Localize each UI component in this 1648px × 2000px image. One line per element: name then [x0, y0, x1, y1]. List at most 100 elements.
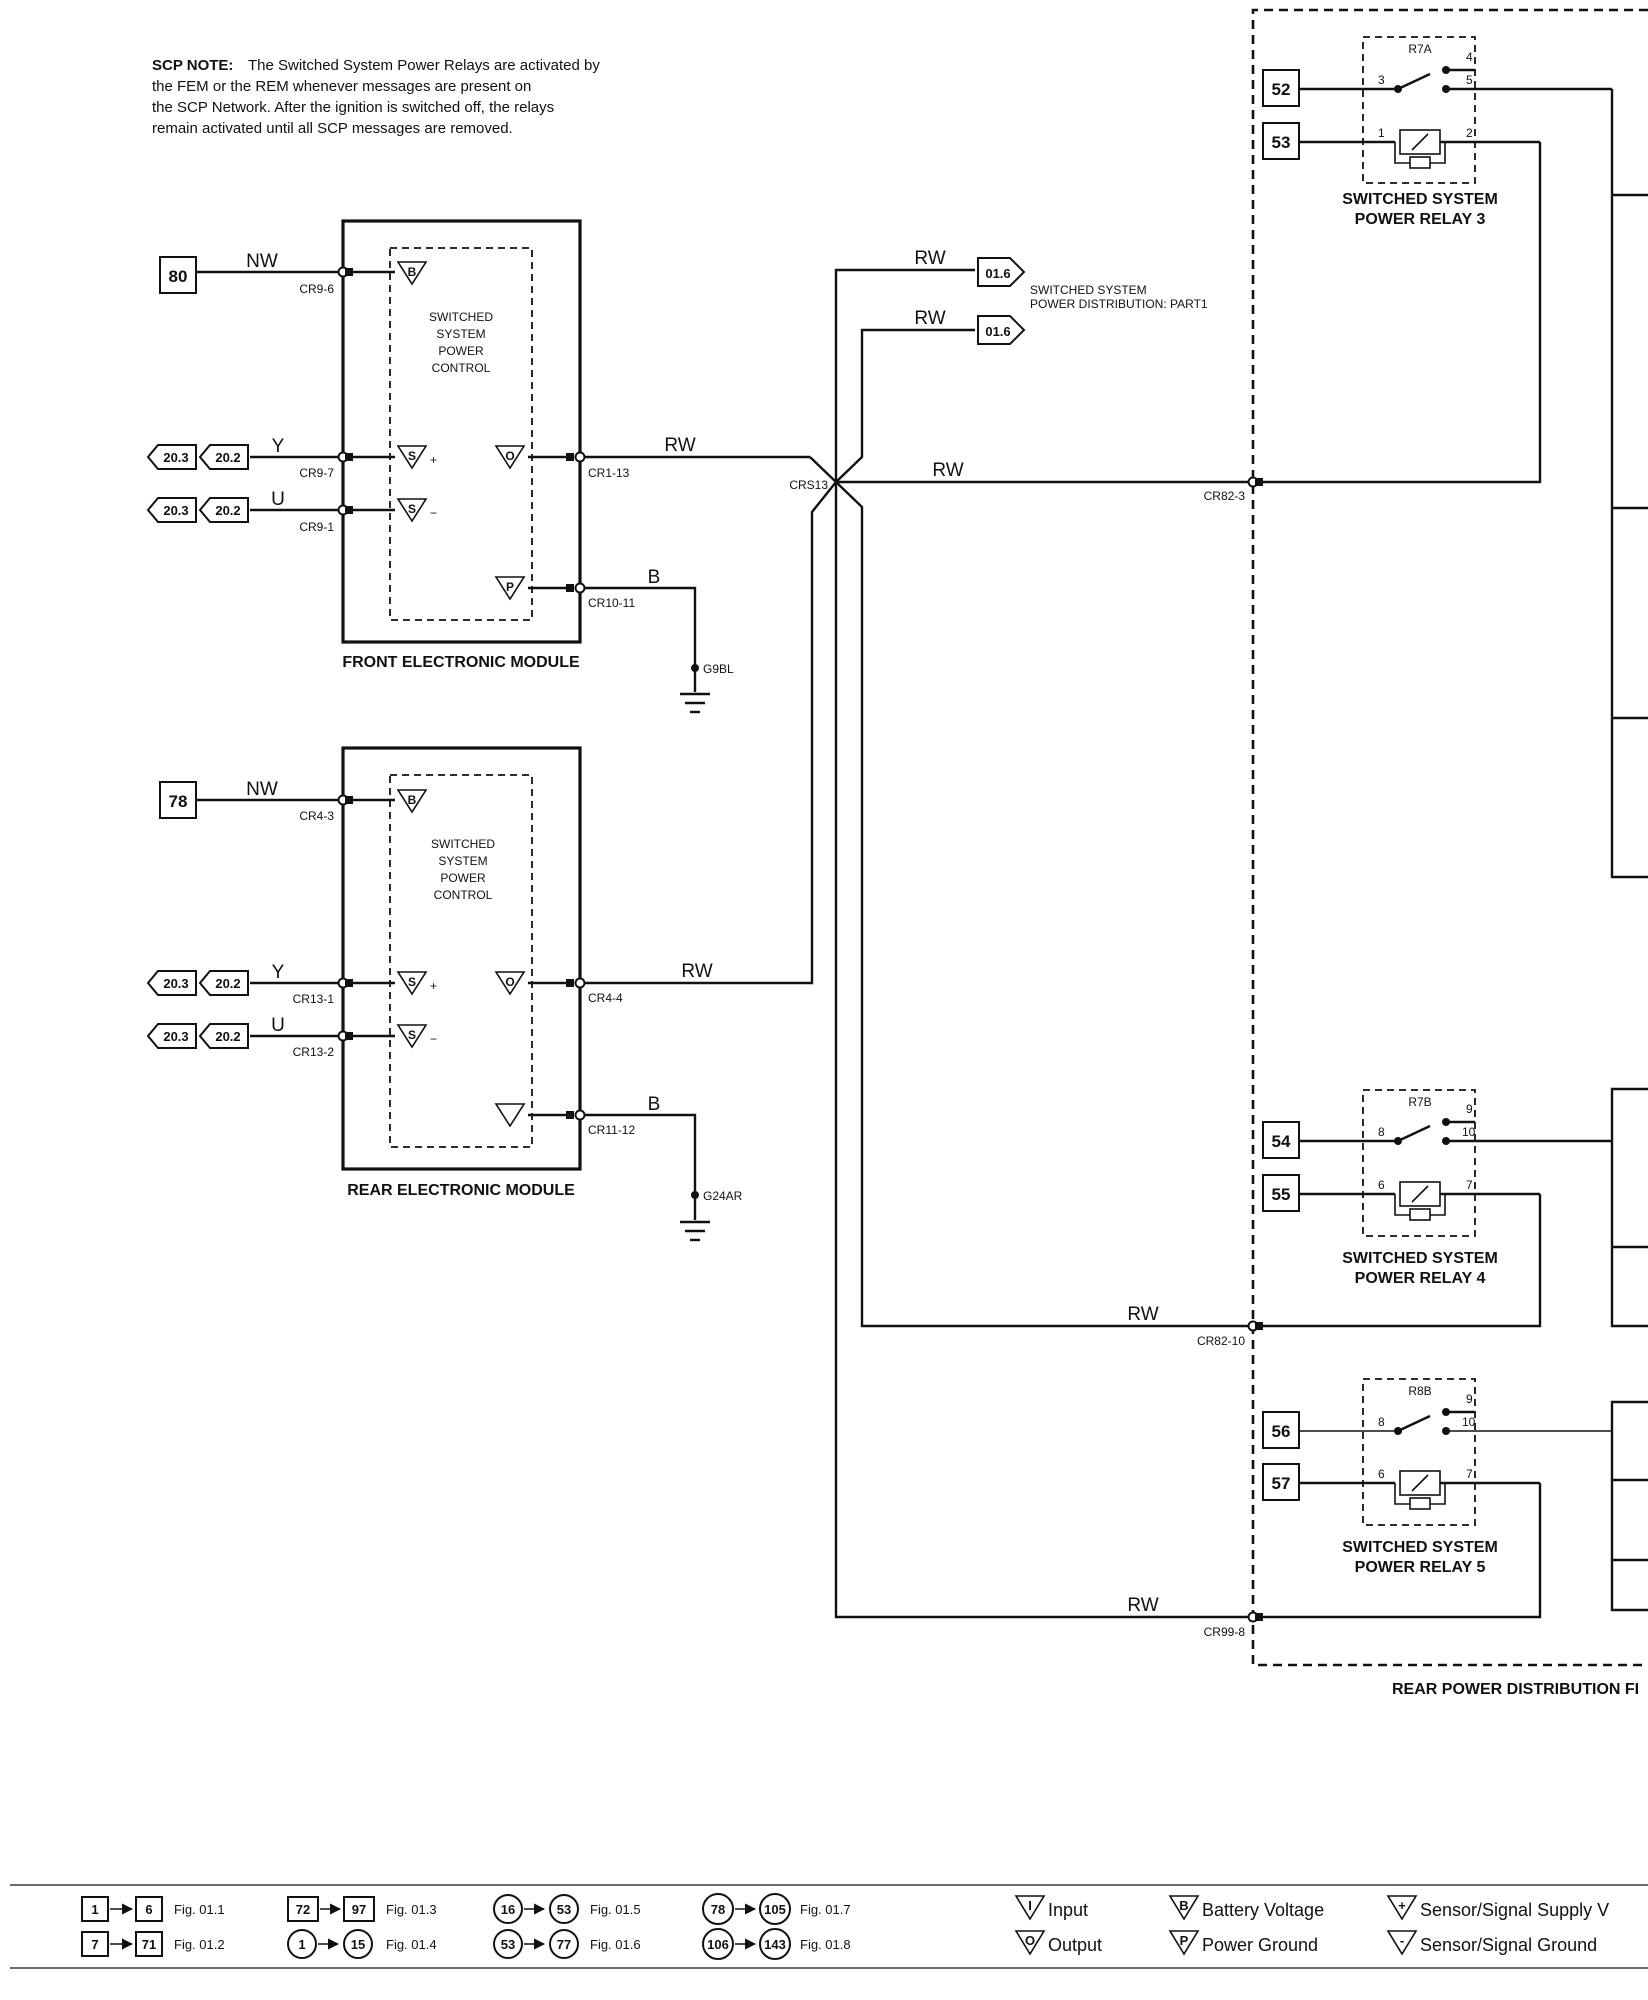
svg-text:7: 7: [1466, 1467, 1473, 1481]
battery-voltage-icon: [1168, 1895, 1200, 1921]
svg-text:6: 6: [1378, 1467, 1385, 1481]
svg-text:Output: Output: [1048, 1935, 1102, 1955]
relay-4: R7B 54 55 8 9 10 6 7 SWITCHED SYSTEM POW…: [1127, 1089, 1612, 1348]
fem-ground-wire: [585, 586, 697, 668]
relay-4-title-2: POWER RELAY 4: [1355, 1270, 1486, 1287]
svg-text:77: 77: [557, 1937, 571, 1952]
relay-5-title-2: POWER RELAY 5: [1355, 1559, 1486, 1576]
svg-text:Fig. 01.1: Fig. 01.1: [174, 1902, 225, 1917]
relay-3-conn: CR82-3: [1204, 489, 1246, 503]
signal-supply-icon: S +: [396, 445, 437, 470]
rem-inner-2: SYSTEM: [438, 854, 487, 868]
relay-coil-icon: [1394, 1181, 1446, 1221]
fem-ground-id: G9BL: [703, 662, 734, 676]
sensor-ground-icon: [1386, 1930, 1418, 1956]
rem-out-wire-label: RW: [681, 961, 712, 982]
signal-supply-icon: S +: [396, 971, 437, 996]
note-line-4: remain activated until all SCP messages …: [152, 120, 513, 137]
fem-out-wire-label: RW: [664, 435, 695, 456]
relay-5-ref-2: 57: [1272, 1474, 1291, 1493]
fem-out-pin: CR1-13: [588, 466, 630, 480]
fem-inner-4: CONTROL: [432, 361, 491, 375]
svg-text:Power Ground: Power Ground: [1202, 1935, 1318, 1955]
svg-text:Sensor/Signal Ground: Sensor/Signal Ground: [1420, 1935, 1597, 1955]
svg-text:Fig. 01.5: Fig. 01.5: [590, 1902, 641, 1917]
svg-text:Fig. 01.6: Fig. 01.6: [590, 1937, 641, 1952]
rem-inner-3: POWER: [440, 871, 486, 885]
fem-inner-3: POWER: [438, 344, 484, 358]
rem-title: REAR ELECTRONIC MODULE: [347, 1182, 575, 1199]
relay-3-title-1: SWITCHED SYSTEM: [1342, 191, 1498, 208]
svg-text:2: 2: [1466, 126, 1473, 140]
dist-ref-1: 01.6: [985, 266, 1010, 281]
front-electronic-module: SWITCHED SYSTEM POWER CONTROL FRONT ELEC…: [146, 219, 810, 714]
relay-5-ref-1: 56: [1272, 1422, 1291, 1441]
svg-text:6: 6: [145, 1902, 152, 1917]
fem-u-pin: CR9-1: [299, 520, 334, 534]
svg-text:5: 5: [1466, 73, 1473, 87]
power-ground-icon: P: [494, 576, 526, 601]
legend-fig-4: 1 15 Fig. 01.4: [287, 1929, 437, 1959]
svg-text:Fig. 01.4: Fig. 01.4: [386, 1937, 437, 1952]
svg-text:16: 16: [501, 1902, 515, 1917]
svg-text:P: P: [506, 580, 514, 594]
svg-text:S: S: [408, 1028, 416, 1042]
fem-title: FRONT ELECTRONIC MODULE: [342, 654, 580, 671]
dist-wire-2: [835, 328, 975, 483]
rem-nw-label: NW: [246, 779, 278, 800]
legend-fig-1: 1 6 Fig. 01.1: [81, 1896, 225, 1922]
fem-inner-2: SYSTEM: [436, 327, 485, 341]
rem-out-wire: [585, 481, 837, 985]
scp-note: SCP NOTE: The Switched System Power Rela…: [152, 57, 600, 137]
svg-text:71: 71: [142, 1937, 156, 1952]
fem-y-tags: 20.3 20.2: [146, 444, 249, 470]
svg-text:Fig. 01.7: Fig. 01.7: [800, 1902, 851, 1917]
relay-3-wire-label: RW: [932, 460, 963, 481]
dist-ref-2: 01.6: [985, 324, 1010, 339]
dist-ref-2-tag: [977, 315, 1026, 345]
svg-text:143: 143: [764, 1937, 786, 1952]
splice-id: CRS13: [789, 478, 828, 492]
svg-text:P: P: [1180, 1933, 1189, 1948]
relay-5-outline: [1362, 1378, 1476, 1526]
rem-y-pin: CR13-1: [293, 992, 335, 1006]
legend-symbol-power-ground: P Power Ground: [1168, 1930, 1318, 1956]
svg-text:+: +: [430, 979, 437, 993]
svg-text:7: 7: [1466, 1178, 1473, 1192]
rpdb-title: REAR POWER DISTRIBUTION FI: [1392, 1681, 1639, 1698]
power-ground-icon: [1168, 1930, 1200, 1956]
dist-wire-1-label: RW: [914, 248, 945, 269]
fem-outline: [341, 219, 582, 644]
svg-text:Fig. 01.3: Fig. 01.3: [386, 1902, 437, 1917]
svg-text:1: 1: [298, 1937, 305, 1952]
svg-text:I: I: [1028, 1898, 1032, 1913]
svg-text:8: 8: [1378, 1415, 1385, 1429]
svg-text:97: 97: [352, 1902, 366, 1917]
power-ground-icon: [494, 1103, 526, 1128]
relay-coil-icon: [1394, 129, 1446, 169]
legend-fig-7: 78 105 Fig. 01.7: [702, 1893, 851, 1925]
legend-fig-2: 7 71 Fig. 01.2: [81, 1931, 225, 1957]
svg-text:Input: Input: [1048, 1900, 1088, 1920]
relay-4-id: R7B: [1408, 1095, 1431, 1109]
svg-text:Sensor/Signal Supply V: Sensor/Signal Supply V: [1420, 1900, 1609, 1920]
svg-text:B: B: [408, 265, 417, 279]
rem-ground-id: G24AR: [703, 1189, 743, 1203]
note-line-1: The Switched System Power Relays are act…: [248, 57, 600, 74]
relay-4-wire-label: RW: [1127, 1304, 1158, 1325]
relay-3-ref-2: 53: [1272, 133, 1291, 152]
fem-ground-wire-label: B: [648, 567, 661, 588]
relay-5-conn: CR99-8: [1204, 1625, 1246, 1639]
svg-text:20.2: 20.2: [215, 450, 240, 465]
rpdb-outline: [1251, 8, 1648, 1667]
legend-symbol-sensor-ground: - Sensor/Signal Ground: [1386, 1930, 1597, 1956]
rem-input-ref: 78: [169, 792, 188, 811]
fem-nw-label: NW: [246, 251, 278, 272]
svg-text:20.2: 20.2: [215, 1029, 240, 1044]
relay-3-title-2: POWER RELAY 3: [1355, 211, 1486, 228]
legend-symbol-battery: B Battery Voltage: [1168, 1895, 1324, 1921]
fem-u-tags: 20.3 20.2: [146, 497, 249, 523]
svg-text:15: 15: [351, 1937, 365, 1952]
svg-text:S: S: [408, 975, 416, 989]
